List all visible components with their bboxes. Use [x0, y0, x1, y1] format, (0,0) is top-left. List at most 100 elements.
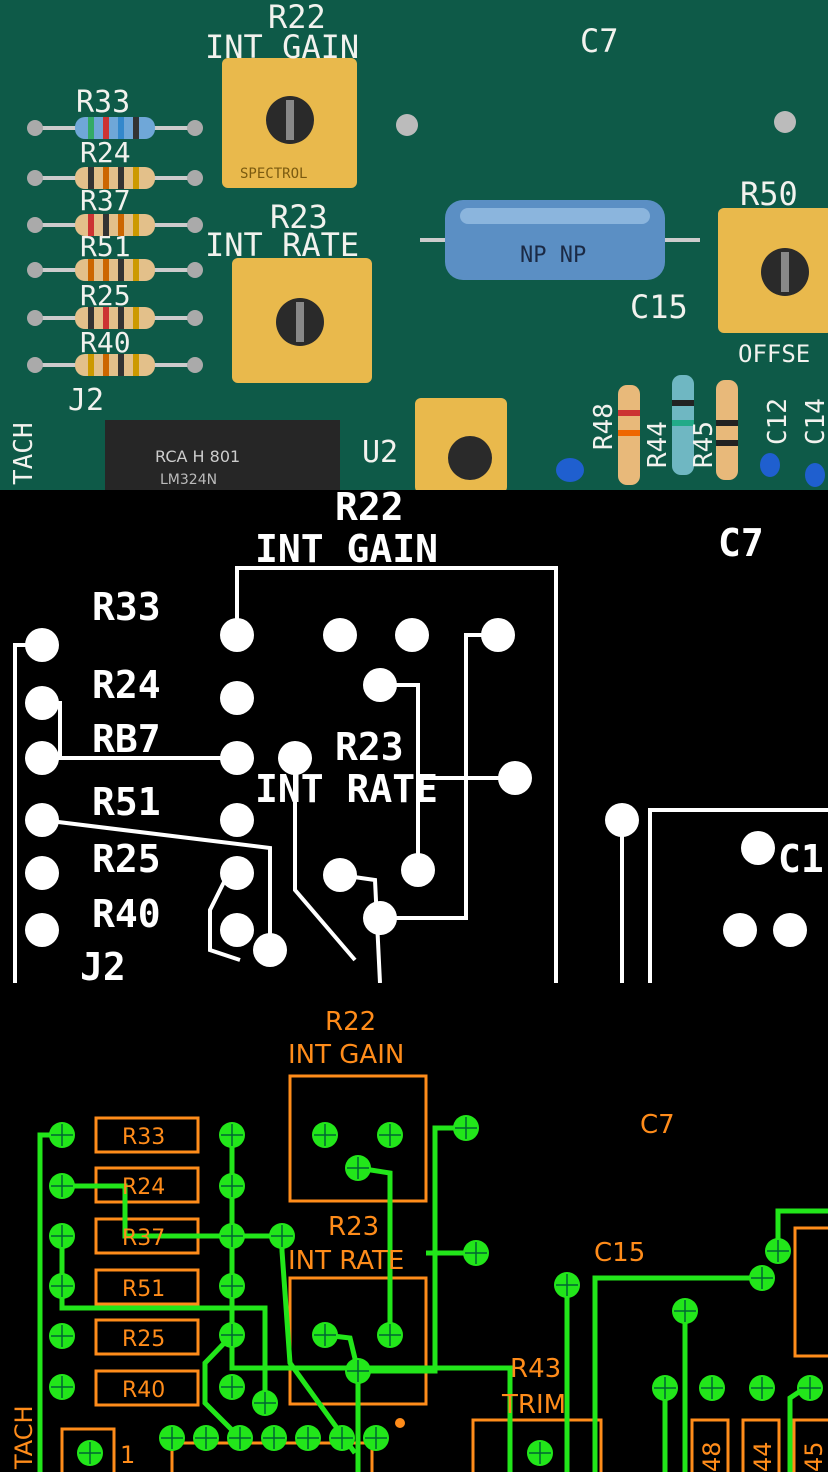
pcb-mask-panel: R22 INT GAIN C7 R33 R24 RB7 R23 INT RATE… [0, 490, 828, 983]
pad [25, 803, 59, 837]
pad [49, 1323, 75, 1349]
pad [605, 803, 639, 837]
label-c7: C7 [718, 521, 764, 565]
label-r45: R45 [689, 421, 719, 468]
pad [554, 1272, 580, 1298]
label-int-rate: INT RATE [205, 226, 359, 264]
label-r24: R24 [92, 663, 161, 707]
pad [699, 1375, 725, 1401]
label-c15: C15 [594, 1238, 645, 1268]
pad [25, 913, 59, 947]
pad [49, 1223, 75, 1249]
pad [219, 1322, 245, 1348]
pad [220, 618, 254, 652]
pad [220, 856, 254, 890]
pad [220, 681, 254, 715]
label-r25: R25 [80, 279, 131, 312]
label-r33: R33 [122, 1125, 165, 1150]
pad [219, 1223, 245, 1249]
pad [453, 1115, 479, 1141]
label-int-gain: INT GAIN [205, 28, 359, 66]
pot-brand: SPECTROL [240, 166, 307, 182]
pad [261, 1425, 287, 1451]
pad [49, 1273, 75, 1299]
label-tach: TACH [10, 1405, 38, 1470]
pad [323, 618, 357, 652]
pad [323, 858, 357, 892]
pad [227, 1425, 253, 1451]
pad [345, 1155, 371, 1181]
label-r48: 48 [698, 1441, 726, 1472]
pad [269, 1223, 295, 1249]
pad [77, 1440, 103, 1466]
capacitor-c15: NP NP [420, 200, 700, 280]
pad [49, 1173, 75, 1199]
label-r37: RB7 [92, 717, 161, 761]
label-int-gain: INT GAIN [255, 527, 438, 571]
pad [193, 1425, 219, 1451]
label-int-rate: INT RATE [255, 767, 438, 811]
label-pin1: 1 [120, 1441, 135, 1469]
label-c14: C14 [801, 398, 828, 445]
label-r50: R50 [740, 175, 798, 213]
label-r33: R33 [76, 85, 130, 120]
pad [219, 1374, 245, 1400]
pad [723, 913, 757, 947]
pad [220, 741, 254, 775]
pad [741, 831, 775, 865]
label-r25: R25 [122, 1327, 165, 1352]
resistor [27, 117, 203, 139]
pad [498, 761, 532, 795]
label-r22: R22 [325, 1007, 376, 1037]
capacitor-marking: NP NP [520, 243, 586, 268]
label-u2: U2 [362, 435, 398, 470]
pad [652, 1375, 678, 1401]
label-c7: C7 [580, 22, 619, 60]
label-r37: R37 [122, 1226, 165, 1251]
label-r23: R23 [328, 1212, 379, 1242]
pad [395, 618, 429, 652]
trimmer-pot-r50 [718, 208, 828, 333]
pad [749, 1265, 775, 1291]
label-r22: R22 [335, 490, 404, 529]
label-r51: R51 [80, 230, 131, 263]
pad [329, 1425, 355, 1451]
resistor [27, 259, 203, 281]
pcb-cad-panel: R22 INT GAIN C7 R33 R24 R37 R51 R25 R40 … [0, 983, 828, 1472]
pad [49, 1374, 75, 1400]
pad [401, 853, 435, 887]
label-trim: TRIM [501, 1390, 566, 1420]
pad [377, 1122, 403, 1148]
pad [312, 1122, 338, 1148]
pad [252, 1390, 278, 1416]
label-c15: C15 [630, 288, 688, 326]
label-r51: R51 [92, 780, 161, 824]
pad [377, 1322, 403, 1348]
label-r25: R25 [92, 837, 161, 881]
label-r33: R33 [92, 585, 161, 629]
label-r48: R48 [589, 403, 619, 450]
label-r37: R37 [80, 184, 131, 217]
pad [219, 1173, 245, 1199]
label-r24: R24 [80, 136, 131, 169]
ic-u2: RCA H 801 LM324N [105, 420, 340, 490]
pin-marker [395, 1418, 405, 1428]
pad [773, 913, 807, 947]
pad [219, 1273, 245, 1299]
ic-marking-2: RCA H 801 [155, 447, 240, 466]
resistor [27, 167, 203, 189]
pad [749, 1375, 775, 1401]
pad [765, 1238, 791, 1264]
resistor-row [27, 117, 203, 376]
pad [312, 1322, 338, 1348]
pad [278, 741, 312, 775]
trimmer-pot-r43 [415, 398, 507, 490]
label-r40: R40 [122, 1378, 165, 1403]
traces [37, 1125, 828, 1472]
label-r43: R43 [510, 1354, 561, 1384]
pad [797, 1375, 823, 1401]
pad [25, 628, 59, 662]
label-c1: C1 [778, 837, 824, 881]
pad [25, 856, 59, 890]
label-r40: R40 [92, 892, 161, 936]
